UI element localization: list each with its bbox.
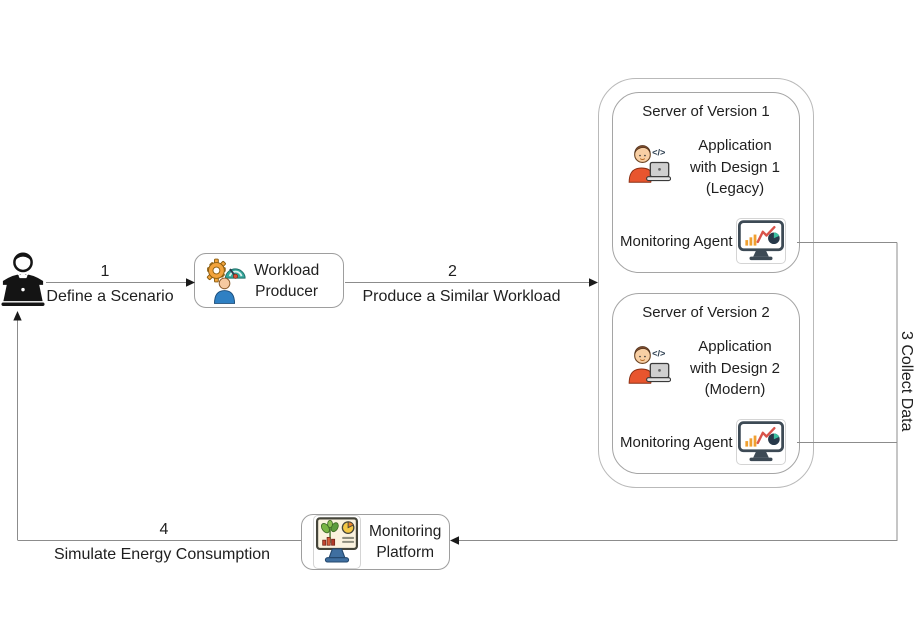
svg-text:</>: </> — [652, 349, 665, 359]
step2-label: Produce a Similar Workload — [362, 288, 561, 305]
step1-label: Define a Scenario — [46, 288, 174, 305]
arrowhead-step2 — [589, 278, 598, 287]
step2-number: 2 — [448, 263, 457, 280]
monitoring-agent-label: Monitoring Agent — [620, 433, 733, 451]
workload-producer-label: Workload Producer — [254, 261, 320, 300]
server-box-1: Server of Version 1 </> Application with… — [612, 92, 800, 273]
step1-number: 1 — [100, 263, 110, 280]
server1-monitoring-agent-row: Monitoring Agent — [618, 218, 798, 264]
svg-text:</>: </> — [652, 148, 665, 158]
person-at-laptop-icon — [1, 249, 45, 313]
workload-producer-icon — [204, 258, 246, 304]
monitoring-agent-label: Monitoring Agent — [620, 232, 733, 250]
monitoring-platform-label: Monitoring Platform — [369, 523, 442, 561]
server2-title: Server of Version 2 — [642, 304, 770, 321]
workload-producer-box: Workload Producer — [194, 253, 344, 308]
monitoring-agent-icon — [735, 218, 786, 264]
server1-application-label: Application with Design 1 (Legacy) — [689, 137, 781, 197]
monitoring-platform-box: Monitoring Platform — [301, 514, 450, 570]
server-box-2: Server of Version 2 </> Application with… — [612, 293, 800, 474]
step4-label: Simulate Energy Consumption — [53, 546, 271, 563]
monitoring-agent-icon — [735, 419, 786, 465]
server2-monitoring-agent-row: Monitoring Agent — [618, 419, 798, 465]
server1-title: Server of Version 1 — [642, 103, 770, 120]
step3-label: 3 Collect Data — [898, 331, 915, 432]
monitoring-platform-icon — [313, 515, 361, 569]
developer-icon: </> — [625, 139, 671, 185]
developer-icon: </> — [625, 340, 671, 386]
step4-number: 4 — [159, 521, 169, 538]
server2-application-label: Application with Design 2 (Modern) — [689, 338, 781, 398]
arrowhead-step3 — [450, 536, 459, 545]
